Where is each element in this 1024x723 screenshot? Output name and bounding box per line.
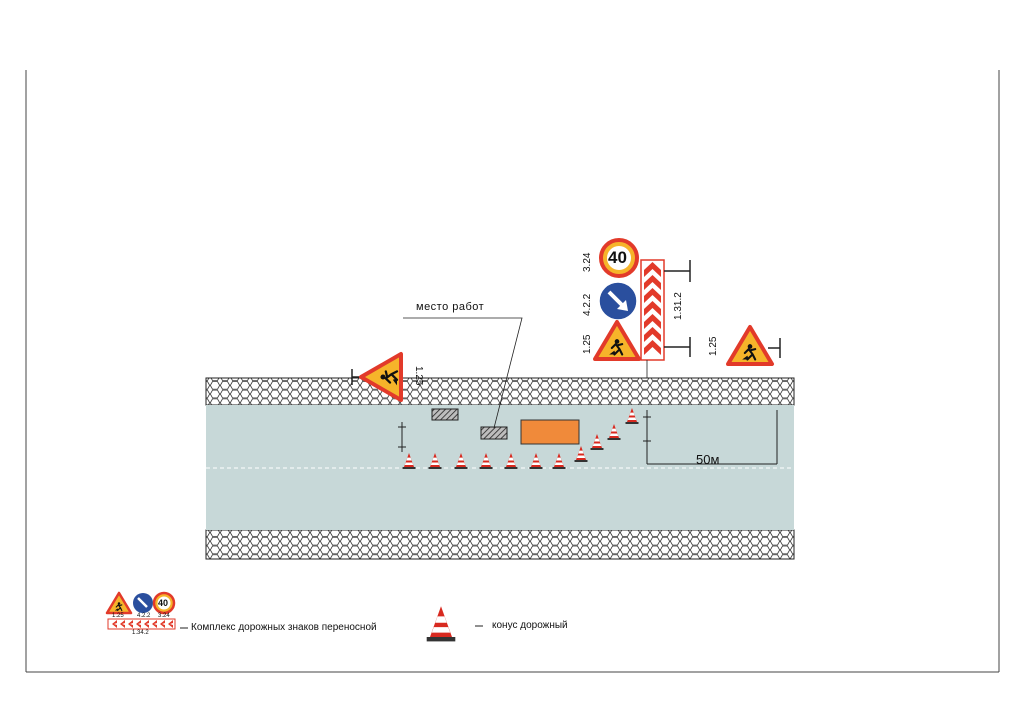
work-site-label: место работ [416, 301, 485, 313]
work-pit-2 [480, 426, 508, 440]
legend-speed-value: 40 [158, 598, 169, 608]
speed-limit-value: 40 [608, 248, 627, 267]
legend-sign-complex-icon [105, 591, 176, 630]
left-road-works-sign [359, 352, 403, 402]
work-vehicle [520, 419, 580, 445]
legend-sub-1-34-2: 1.34.2 [132, 630, 149, 636]
legend-sub-3-24: 3.24 [158, 613, 170, 619]
label-1-25-advance: 1.25 [708, 336, 719, 356]
legend-sign-complex-text: Комплекс дорожных знаков переносной [191, 622, 377, 633]
label-1-25-group: 1.25 [582, 334, 593, 354]
top-shoulder [205, 377, 795, 406]
keep-left-sign [598, 281, 638, 321]
chevron-board-1-31-2 [640, 259, 665, 361]
label-1-31-2: 1.31.2 [673, 292, 684, 320]
legend-sub-4-2-2: 4.2.2 [137, 613, 151, 619]
work-site-leader [403, 317, 523, 429]
legend-cone-icon [426, 606, 456, 642]
speed-limit-sign [599, 238, 639, 278]
bottom-shoulder [205, 529, 795, 560]
road-works-sign-advance [726, 325, 774, 366]
legend-sub-1-25: 1.25 [112, 613, 124, 619]
road-works-sign-group [593, 320, 641, 361]
label-3-24: 3.24 [582, 252, 593, 272]
distance-label: 50м [696, 452, 720, 467]
work-pit-1 [431, 408, 459, 421]
legend-cone-text: конус дорожный [492, 620, 568, 631]
label-1-25-left: 1.25 [413, 366, 424, 386]
label-4-2-2: 4.2.2 [582, 293, 593, 316]
